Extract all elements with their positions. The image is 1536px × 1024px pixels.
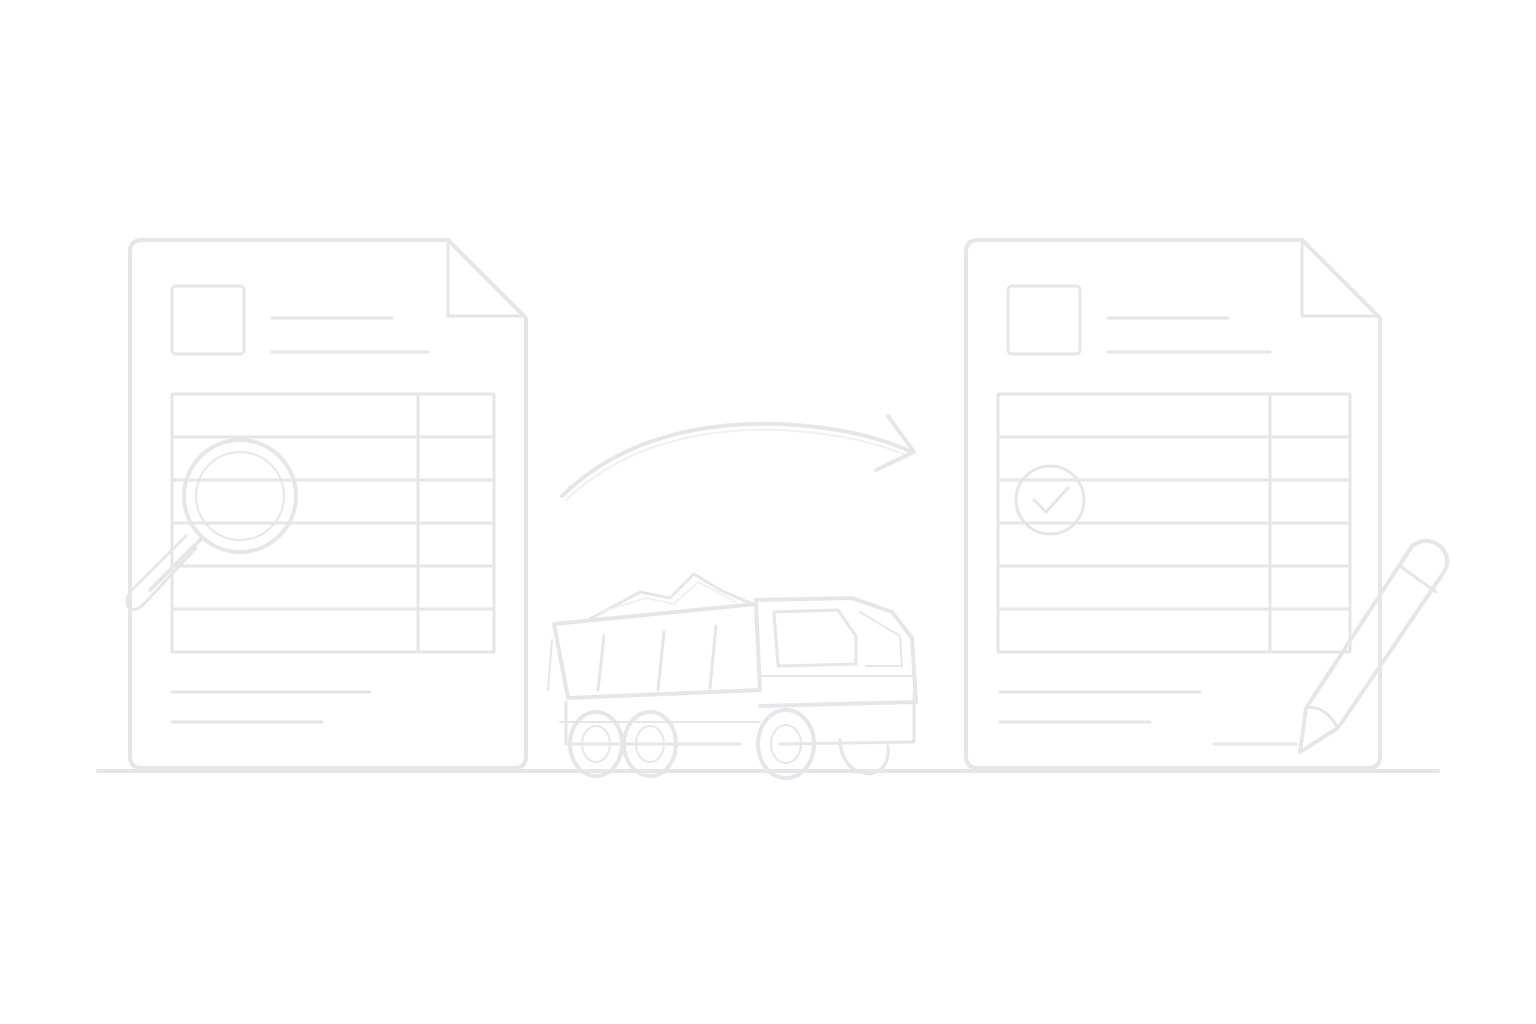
document-header-placeholder: [1006, 284, 1272, 356]
document-header-placeholder: [170, 284, 430, 356]
source-document-icon: [128, 238, 528, 770]
pencil-icon: [1298, 539, 1450, 754]
document-table: [996, 392, 1352, 654]
target-document-icon: [964, 238, 1382, 770]
document-footer-lines: [998, 690, 1298, 746]
magnifying-glass-icon: [125, 438, 298, 611]
document-footer-lines: [170, 690, 372, 724]
truck-wheels: [568, 708, 890, 780]
dump-truck-icon: [547, 572, 918, 780]
curved-arrow-right-icon: [560, 414, 916, 501]
check-circle-icon: [1014, 464, 1086, 536]
document-table: [170, 392, 496, 654]
